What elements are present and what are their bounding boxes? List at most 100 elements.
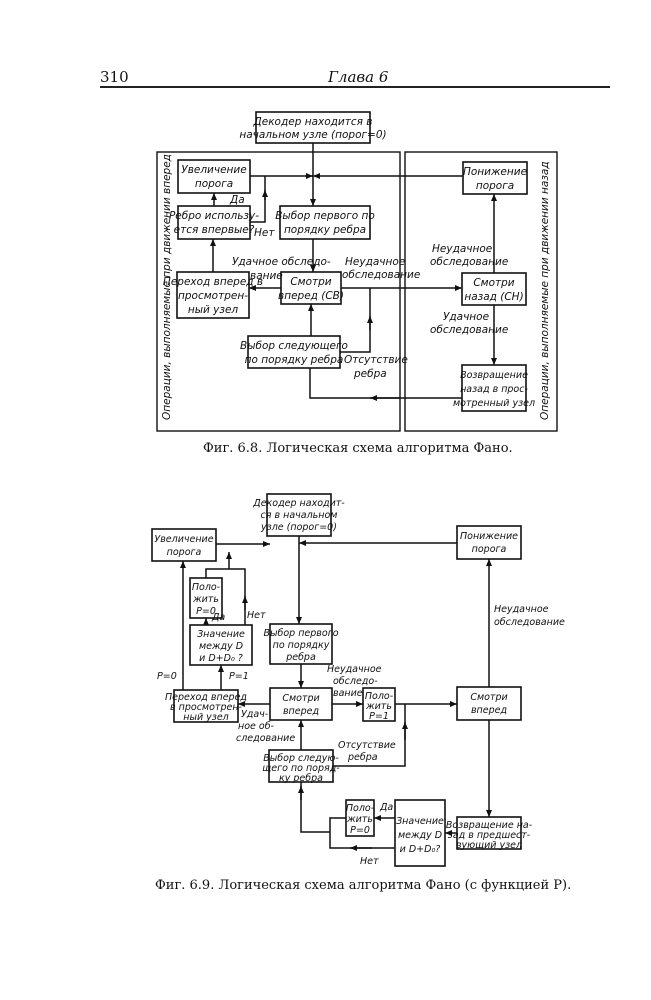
- svg-text:ся в начальном: ся в начальном: [261, 510, 338, 521]
- svg-text:Увеличение: Увеличение: [181, 164, 246, 176]
- label-success-forward-1: Удачное обследо-: [232, 256, 331, 268]
- caption-fig-6-9: Фиг. 6.9. Логическая схема алгоритма Фан…: [155, 878, 572, 893]
- figure-6-8: Операции, выполняемые при движении впере…: [156, 111, 558, 432]
- svg-text:жить: жить: [346, 814, 373, 825]
- svg-text:Переход вперед в: Переход вперед в: [163, 276, 263, 288]
- box-value-check-bottom: Значение между D и D+D₀?: [394, 799, 446, 867]
- box-value-check-top: Значение между D и D+D₀ ?: [189, 624, 253, 666]
- svg-text:Возвращение: Возвращение: [460, 370, 528, 381]
- svg-text:Поло-: Поло-: [192, 582, 221, 593]
- label-success-back-2: обследование: [430, 324, 508, 336]
- label-p1: P=1: [229, 671, 249, 682]
- box-return-previous: Возвращение на- зад в предшест- вующий у…: [446, 816, 533, 851]
- backward-panel: [404, 151, 558, 432]
- svg-text:жить: жить: [192, 594, 219, 605]
- svg-text:Ребро использу-: Ребро использу-: [169, 210, 259, 222]
- svg-text:начальном узле (порог=0): начальном узле (порог=0): [239, 129, 386, 141]
- svg-text:Выбор первого: Выбор первого: [263, 628, 338, 639]
- label-fail-back-2: обследование: [430, 256, 508, 268]
- svg-text:Возвращение на-: Возвращение на-: [446, 820, 533, 831]
- box-start: Декодер находится в начальном узле (поро…: [239, 111, 387, 144]
- label-success-back-1: Удачное: [443, 311, 489, 323]
- svg-text:между D: между D: [398, 830, 442, 841]
- svg-text:Выбор первого по: Выбор первого по: [275, 210, 375, 222]
- label-no-edge-2: ребра: [353, 368, 387, 380]
- forward-panel-label: Операции, выполняемые при движении впере…: [161, 154, 173, 420]
- label-no: Нет: [254, 227, 275, 239]
- svg-text:вперед: вперед: [283, 706, 320, 717]
- svg-text:просмотрен-: просмотрен-: [178, 290, 248, 302]
- figure-6-9: Декодер находит- ся в начальном узле (по…: [151, 493, 565, 867]
- svg-text:Смотри: Смотри: [473, 277, 514, 289]
- svg-text:P=0: P=0: [196, 606, 216, 617]
- svg-text:Переход вперед: Переход вперед: [165, 692, 247, 703]
- box-look-back: Смотри назад (СН): [461, 272, 527, 306]
- svg-text:порога: порога: [195, 178, 233, 190]
- svg-text:Поло-: Поло-: [346, 803, 375, 814]
- box-look-forward-69: Смотри вперед: [269, 687, 333, 721]
- box-look-forward-right: Смотри вперед: [456, 686, 522, 721]
- header-rule: [100, 86, 610, 88]
- svg-text:P=1: P=1: [369, 711, 389, 722]
- box-decrease-threshold: Понижение порога: [462, 161, 528, 195]
- label-no-bottom: Нет: [360, 856, 379, 867]
- box-edge-first-time: Ребро использу- ется впервые?: [169, 205, 259, 240]
- label-fail-forward-2: обследование: [342, 269, 420, 281]
- backward-panel-label: Операции, выполняемые при движении назад: [539, 161, 551, 420]
- svg-text:Смотри: Смотри: [470, 692, 507, 703]
- forward-panel: [156, 151, 401, 432]
- label-fail-back-1: Неудачное: [432, 243, 492, 255]
- box-move-forward: Переход вперед в просмотрен- ный узел: [163, 271, 263, 319]
- svg-text:Понижение: Понижение: [463, 166, 527, 178]
- svg-text:зад в предшест-: зад в предшест-: [448, 830, 531, 841]
- svg-text:ный узел: ный узел: [183, 712, 229, 723]
- label-fail-right-2: обследование: [494, 617, 565, 628]
- box-return-back: Возвращение назад в прос- мотренный узел: [453, 364, 535, 412]
- svg-text:порядку ребра: порядку ребра: [284, 224, 366, 236]
- svg-text:по порядку ребра: по порядку ребра: [245, 354, 344, 366]
- label-success-forward-2: вание: [250, 270, 283, 282]
- svg-text:Декодер находится в: Декодер находится в: [253, 116, 373, 128]
- box-move-forward-69: Переход вперед в просмотрен- ный узел: [165, 689, 247, 723]
- label-fail-right-1: Неудачное: [494, 604, 549, 615]
- box-set-p1: Поло- жить P=1: [362, 687, 396, 722]
- label-no-edge-1-69: Отсутствие: [338, 740, 396, 751]
- svg-text:ется впервые?: ется впервые?: [174, 224, 255, 236]
- box-start-69: Декодер находит- ся в начальном узле (по…: [252, 493, 345, 537]
- svg-text:Поло-: Поло-: [365, 691, 394, 702]
- box-choose-first-edge: Выбор первого по порядку ребра: [275, 205, 375, 240]
- svg-text:щего по поряд-: щего по поряд-: [262, 763, 340, 774]
- svg-text:Декодер находит-: Декодер находит-: [252, 498, 345, 509]
- box-increase-threshold: Увеличение порога: [177, 159, 251, 194]
- box-choose-next-edge-69: Выбор следую- щего по поряд- ку ребра: [262, 749, 340, 784]
- caption-fig-6-8: Фиг. 6.8. Логическая схема алгоритма Фан…: [203, 441, 513, 456]
- connectors-6-9: [180, 536, 492, 851]
- box-set-p0-bottom: Поло- жить P=0: [345, 799, 375, 837]
- box-choose-next-edge: Выбор следующего по порядку ребра: [240, 335, 348, 369]
- svg-text:мотренный узел: мотренный узел: [453, 398, 535, 409]
- label-yes: Да: [229, 194, 245, 206]
- svg-text:вперед (СВ): вперед (СВ): [278, 290, 344, 302]
- svg-text:Значение: Значение: [396, 816, 444, 827]
- svg-text:ку ребра: ку ребра: [279, 773, 323, 784]
- label-yes-bottom: Да: [379, 802, 393, 813]
- box-decrease-threshold-69: Понижение порога: [456, 525, 522, 560]
- svg-text:в просмотрен-: в просмотрен-: [170, 702, 242, 713]
- label-success-1: Удач-: [241, 709, 269, 720]
- label-fail-2: обследо-: [333, 676, 378, 687]
- svg-text:Значение: Значение: [197, 629, 245, 640]
- label-fail-3: вание: [333, 688, 363, 699]
- svg-text:ный узел: ный узел: [188, 304, 239, 316]
- svg-text:назад (СН): назад (СН): [464, 291, 523, 303]
- label-p0: P=0: [157, 671, 177, 682]
- box-choose-first-edge-69: Выбор первого по порядку ребра: [263, 623, 339, 665]
- label-no-edge-2-69: ребра: [347, 752, 378, 763]
- svg-text:порога: порога: [476, 180, 514, 192]
- label-fail-forward-1: Неудачное: [345, 256, 405, 268]
- box-set-p0-top: Поло- жить P=0: [189, 577, 223, 619]
- svg-text:Увеличение: Увеличение: [154, 534, 213, 545]
- label-no-edge-1: Отсутствие: [344, 354, 408, 366]
- connectors-6-8: [210, 143, 497, 401]
- svg-text:назад в прос-: назад в прос-: [460, 384, 528, 395]
